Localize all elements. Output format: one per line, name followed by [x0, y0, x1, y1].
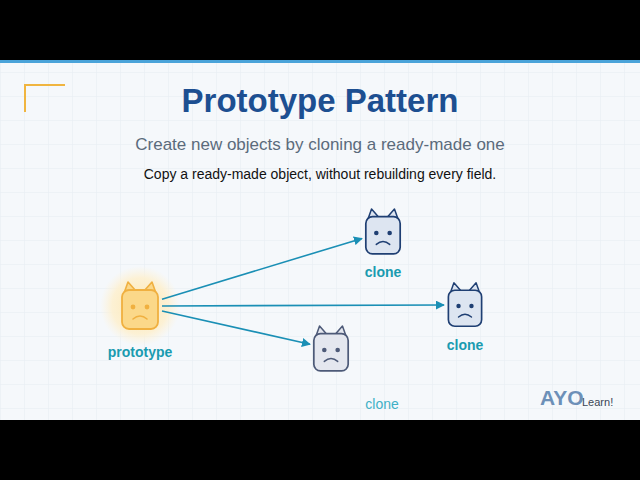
clone-node: clone	[444, 281, 486, 329]
prototype-node: prototype	[118, 280, 162, 332]
clone-arrow	[162, 238, 362, 299]
watermark: Learn!	[582, 396, 613, 408]
clone-node: clone	[310, 323, 352, 375]
subtitle: Create new objects by cloning a ready-ma…	[0, 135, 640, 155]
clone-arrow	[162, 311, 310, 344]
node-label: clone	[322, 264, 444, 280]
watermark: AYO	[540, 386, 584, 410]
node-label: clone	[404, 337, 526, 353]
diagram-title: Prototype Pattern	[0, 82, 640, 120]
clone-arrow	[162, 304, 444, 306]
node-label: clone	[321, 396, 443, 412]
node-label: prototype	[78, 344, 202, 360]
clone-node: clone	[362, 207, 404, 257]
subtitle: Copy a ready-made object, without rebuil…	[0, 166, 640, 182]
